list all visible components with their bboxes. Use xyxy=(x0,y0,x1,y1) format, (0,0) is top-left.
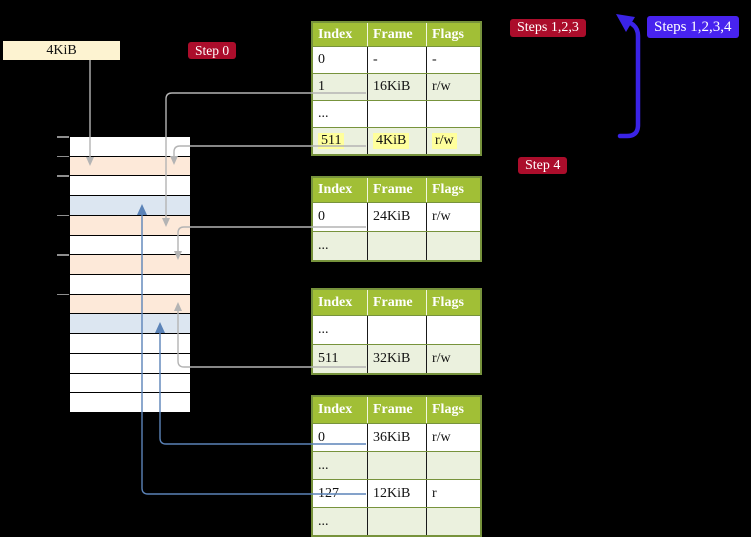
memory-frame-row xyxy=(57,293,190,314)
memory-frame-row xyxy=(57,136,190,156)
memory-frame-row xyxy=(57,175,190,196)
memory-frame-row xyxy=(70,352,190,373)
table-cell: ... xyxy=(313,316,368,344)
memory-frame-row xyxy=(70,372,190,393)
memory-frame-row xyxy=(70,392,190,413)
table-cell: 0 xyxy=(313,47,368,73)
column-header: Flags xyxy=(432,26,464,42)
table-cell: r xyxy=(432,485,437,501)
table-cell xyxy=(368,101,427,127)
steps-1-2-3-4-badge: Steps 1,2,3,4 xyxy=(647,16,739,38)
table-cell: - xyxy=(368,47,427,73)
step-4-badge: Step 4 xyxy=(518,157,568,174)
table-cell: r/w xyxy=(432,429,451,445)
table-row: ... xyxy=(313,100,480,127)
physical-memory-stack xyxy=(57,136,190,413)
memory-frame-row xyxy=(70,313,190,334)
table-cell: 36KiB xyxy=(368,424,427,451)
table-cell xyxy=(368,232,427,260)
table-cell: ... xyxy=(313,508,368,535)
table-cell xyxy=(368,508,427,535)
memory-frame-row xyxy=(57,214,190,235)
table-cell: r/w xyxy=(432,79,451,94)
table-cell: 127 xyxy=(313,480,368,507)
arrow-recursion-loop xyxy=(616,14,641,139)
table-cell: 4KiB xyxy=(368,128,427,154)
table-cell: ... xyxy=(313,232,368,260)
memory-frame-row xyxy=(57,155,190,176)
column-header: Frame xyxy=(368,290,427,315)
table-cell: 16KiB xyxy=(368,74,427,100)
table-row: ... xyxy=(313,507,480,535)
column-header: Frame xyxy=(368,178,427,202)
step-0-badge: Step 0 xyxy=(188,42,237,59)
table-cell: 24KiB xyxy=(368,203,427,231)
column-header: Flags xyxy=(432,402,464,417)
memory-frame-row xyxy=(70,274,190,294)
frame-4kib-label: 4KiB xyxy=(3,41,120,60)
table-cell xyxy=(427,316,480,344)
column-header: Index xyxy=(313,178,368,202)
column-header: Frame xyxy=(368,397,427,423)
column-header: Flags xyxy=(432,182,464,197)
steps-1-2-3-badge: Steps 1,2,3 xyxy=(510,19,586,37)
table-cell: 0 xyxy=(313,424,368,451)
table-cell: r/w xyxy=(432,351,451,366)
table-cell: ... xyxy=(313,101,368,127)
table-cell: ... xyxy=(313,452,368,479)
table-cell: - xyxy=(432,52,437,67)
table-cell xyxy=(368,452,427,479)
column-header: Index xyxy=(313,290,368,315)
table-cell: 32KiB xyxy=(368,345,427,373)
table-cell: 511 xyxy=(313,128,368,154)
table-cell xyxy=(427,452,480,479)
memory-frame-row xyxy=(70,333,190,353)
table-cell xyxy=(427,101,480,127)
table-row: ... xyxy=(313,231,480,260)
table-row: 0-- xyxy=(313,46,480,73)
memory-frame-row xyxy=(70,234,190,255)
column-header: Index xyxy=(313,397,368,423)
memory-frame-row xyxy=(70,195,190,215)
table-row: ... xyxy=(313,451,480,479)
table-cell xyxy=(427,232,480,260)
table-row: ... xyxy=(313,315,480,344)
table-cell: r/w xyxy=(427,128,480,154)
column-header: Index xyxy=(313,23,368,46)
table-cell xyxy=(427,508,480,535)
table-cell: 511 xyxy=(313,345,368,373)
table-cell: 1 xyxy=(313,74,368,100)
table-cell xyxy=(368,316,427,344)
column-header: Frame xyxy=(368,23,427,46)
memory-frame-row xyxy=(57,254,190,275)
table-cell: 12KiB xyxy=(368,480,427,507)
column-header: Flags xyxy=(432,294,464,310)
table-cell: 0 xyxy=(313,203,368,231)
table-cell: r/w xyxy=(432,209,451,224)
